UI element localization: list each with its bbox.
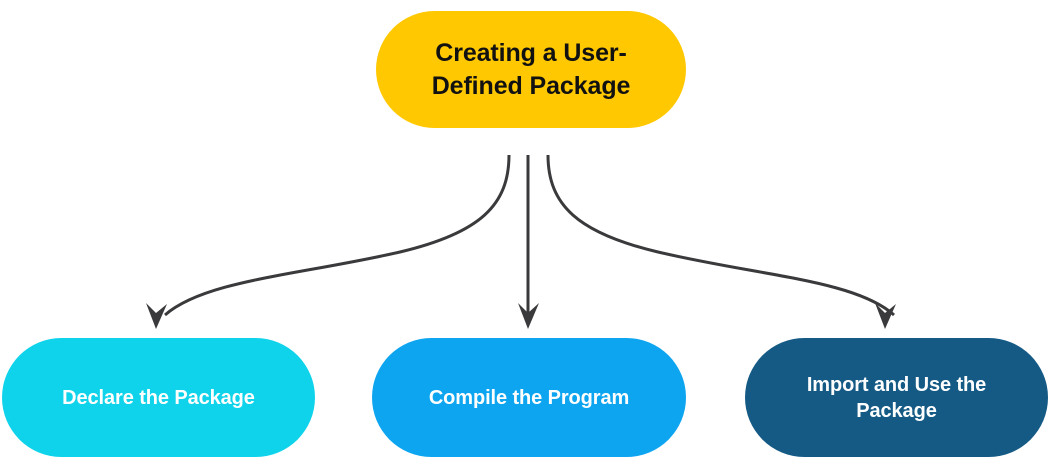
connector-to-declare-line: [164, 154, 511, 317]
node-declare-the-package[interactable]: Declare the Package: [2, 338, 315, 457]
node-root-label-line1: Creating a User-: [435, 39, 627, 67]
connector-to-declare-arrowhead: [146, 303, 167, 329]
node-compile-the-program[interactable]: Compile the Program: [372, 338, 686, 457]
node-import-label: Import and Use the Package: [807, 372, 986, 424]
connector-to-import-line: [546, 154, 896, 317]
node-import-label-line2: Package: [856, 399, 937, 422]
node-compile-label: Compile the Program: [428, 386, 630, 409]
connector-to-declare: [146, 154, 511, 329]
connector-to-import: [546, 154, 896, 329]
node-import-label-line1: Import and Use the: [806, 373, 987, 396]
node-root-label-line2: Defined Package: [431, 71, 631, 100]
node-root-label: Creating a User- Defined Package: [432, 37, 631, 102]
node-import-and-use-the-package[interactable]: Import and Use the Package: [745, 338, 1048, 457]
connector-to-import-arrowhead: [875, 303, 896, 329]
node-root-creating-user-defined-package[interactable]: Creating a User- Defined Package: [376, 11, 686, 128]
node-declare-label: Declare the Package: [62, 386, 255, 409]
connector-to-compile: [518, 155, 539, 329]
connector-to-compile-arrowhead: [518, 303, 539, 329]
